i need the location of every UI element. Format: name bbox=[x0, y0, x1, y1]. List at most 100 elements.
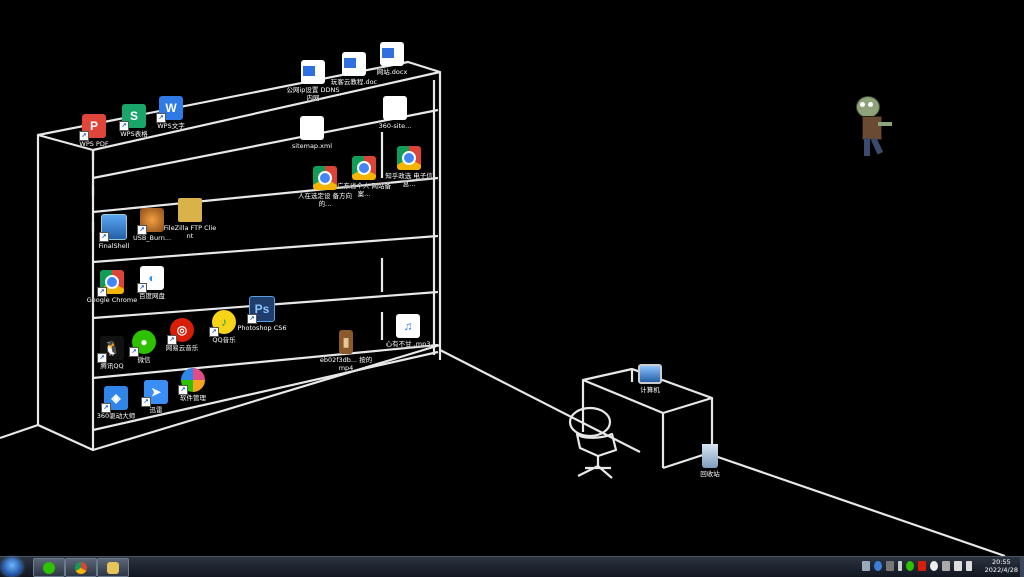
icon-label: QQ音乐 bbox=[212, 336, 236, 344]
desktop-icon-chrome-2[interactable]: 广东省个人 网站备案... bbox=[336, 156, 392, 198]
desktop-icon-computer[interactable]: 计算机 bbox=[622, 364, 678, 394]
desktop-icon-chrome-1[interactable]: 人在选定设 备方向的... bbox=[297, 166, 353, 208]
icon-label: 360-site... bbox=[378, 122, 412, 130]
icon-label: Google Chrome bbox=[86, 296, 138, 304]
start-button[interactable] bbox=[2, 558, 22, 576]
taskbar-app-wechat[interactable] bbox=[33, 558, 65, 577]
icon-label: 软件管理 bbox=[180, 394, 206, 402]
system-tray bbox=[862, 561, 972, 571]
folder-icon bbox=[178, 198, 202, 222]
desktop-icon-driver-360[interactable]: ◈↗ 360驱动大师 bbox=[88, 386, 144, 420]
tray-qq-icon[interactable] bbox=[930, 561, 938, 571]
tray-network-icon[interactable] bbox=[954, 561, 962, 571]
wps-sheet-icon: S↗ bbox=[119, 104, 146, 131]
folder-icon bbox=[107, 561, 119, 574]
desktop-icon-chrome-3[interactable]: 知乎政选 电子信息... bbox=[381, 146, 437, 188]
desktop-icon-wps-writer[interactable]: W↗ WPS文字 bbox=[143, 96, 199, 130]
tray-wechat-icon[interactable] bbox=[906, 561, 914, 571]
desktop-icon-qq-music[interactable]: ♪↗ QQ音乐 bbox=[196, 310, 252, 344]
tray-keyboard-icon[interactable] bbox=[862, 561, 870, 571]
chrome-icon bbox=[397, 146, 421, 170]
desktop-icon-finalshell[interactable]: ↗ FinalShell bbox=[86, 214, 142, 250]
desktop-icon-sitemap-360[interactable]: 360-site... bbox=[367, 96, 423, 130]
tray-chevron-icon[interactable] bbox=[886, 561, 894, 571]
wps-writer-icon: W↗ bbox=[156, 96, 183, 123]
show-desktop-button[interactable] bbox=[1020, 557, 1024, 577]
shortcut-arrow-icon: ↗ bbox=[99, 232, 109, 242]
tray-pen-icon[interactable] bbox=[898, 561, 902, 571]
icon-label: eb02f3db... 按的mp4 bbox=[319, 356, 373, 372]
desktop-icon-usb-burn[interactable]: ↗ USB_Burn... bbox=[124, 208, 180, 242]
wechat-icon bbox=[43, 561, 55, 574]
icon-label: WPS文字 bbox=[157, 122, 185, 130]
shortcut-arrow-icon: ↗ bbox=[137, 225, 147, 235]
shortcut-arrow-icon: ↗ bbox=[247, 314, 257, 324]
desktop-icon-wps-sheet[interactable]: S↗ WPS表格 bbox=[106, 104, 162, 138]
desktop-icon-wps-pdf[interactable]: P↗ WPS PDF bbox=[66, 114, 122, 148]
computer-icon bbox=[638, 364, 662, 384]
icon-label: 人在选定设 备方向的... bbox=[297, 192, 353, 208]
photoshop-icon: Ps↗ bbox=[247, 296, 275, 324]
icon-label: 回收站 bbox=[700, 470, 720, 478]
desktop-icon-sitemap-xml[interactable]: sitemap.xml bbox=[284, 116, 340, 150]
wps-pdf-icon: P↗ bbox=[79, 114, 106, 141]
shortcut-arrow-icon: ↗ bbox=[119, 121, 129, 131]
shortcut-arrow-icon: ↗ bbox=[137, 283, 147, 293]
icon-label: sitemap.xml bbox=[291, 142, 333, 150]
desktop-icon-recycle-bin[interactable]: 回收站 bbox=[682, 444, 738, 478]
icon-label: 360驱动大师 bbox=[96, 412, 136, 420]
taskbar-app-explorer[interactable] bbox=[97, 558, 129, 577]
desktop-icon-netease-music[interactable]: ◎↗ 网易云音乐 bbox=[154, 318, 210, 352]
desktop-icon-software-manager[interactable]: ↗ 软件管理 bbox=[165, 368, 221, 402]
desktop-icon-wangzhan-doc[interactable]: 网站.docx bbox=[364, 42, 420, 76]
icon-label: 知乎政选 电子信息... bbox=[385, 172, 433, 188]
file-icon bbox=[300, 116, 324, 140]
icon-label: 玩客云教程.doc bbox=[330, 78, 378, 86]
tray-storage-icon[interactable] bbox=[942, 561, 950, 571]
wallpaper bbox=[0, 60, 1006, 556]
desktop-icon-mp3-file[interactable]: ♫ 心有不甘 .mp3 bbox=[380, 314, 436, 348]
desktop-icon-baidu-pan[interactable]: ◐↗ 百度网盘 bbox=[124, 266, 180, 300]
taskbar-app-chrome[interactable] bbox=[65, 558, 97, 577]
software-manager-icon: ↗ bbox=[178, 368, 205, 395]
audio-file-icon: ♫ bbox=[396, 314, 420, 338]
shortcut-arrow-icon: ↗ bbox=[79, 131, 89, 141]
shortcut-arrow-icon: ↗ bbox=[178, 385, 188, 395]
desktop-icon-filezilla[interactable]: FileZilla FTP Client bbox=[162, 198, 218, 240]
desktop-icon-wechat[interactable]: ●↗ 微信 bbox=[116, 330, 172, 364]
desktop-icon-tencent-qq[interactable]: 🐧↗ 腾讯QQ bbox=[84, 336, 140, 370]
desktop-icon-photoshop[interactable]: Ps↗ Photoshop CS6 bbox=[234, 296, 290, 332]
shortcut-arrow-icon: ↗ bbox=[97, 287, 107, 297]
word-document-icon bbox=[342, 52, 366, 76]
icon-label: WPS表格 bbox=[120, 130, 148, 138]
desktop-icon-video-mp4[interactable]: ▮ eb02f3db... 按的mp4 bbox=[318, 330, 374, 372]
baidu-pan-icon: ◐↗ bbox=[137, 266, 164, 293]
desktop-icon-xunlei[interactable]: ➤↗ 迅雷 bbox=[128, 380, 184, 414]
chrome-icon bbox=[352, 156, 376, 180]
zombie-decoration bbox=[852, 96, 896, 158]
icon-label: 心有不甘 .mp3 bbox=[385, 340, 431, 348]
clock[interactable]: 20:55 2022/4/28 bbox=[985, 558, 1018, 574]
netease-music-icon: ◎↗ bbox=[167, 318, 194, 345]
shortcut-arrow-icon: ↗ bbox=[167, 335, 177, 345]
desktop-icon-google-chrome[interactable]: ↗ Google Chrome bbox=[84, 270, 140, 304]
shortcut-arrow-icon: ↗ bbox=[156, 113, 166, 123]
icon-label: 微信 bbox=[137, 356, 151, 364]
tray-volume-icon[interactable] bbox=[966, 561, 972, 571]
finalshell-icon: ↗ bbox=[99, 214, 127, 242]
driver-360-icon: ◈↗ bbox=[101, 386, 128, 413]
desktop-icon-wanke-doc[interactable]: 玩客云教程.doc bbox=[326, 52, 382, 86]
chrome-icon: ↗ bbox=[97, 270, 124, 297]
shortcut-arrow-icon: ↗ bbox=[97, 353, 107, 363]
tray-help-icon[interactable] bbox=[874, 561, 882, 571]
icon-label: 公网ip设置 DDNS内网 bbox=[286, 86, 340, 102]
qq-music-icon: ♪↗ bbox=[209, 310, 236, 337]
icon-label: 广东省个人 网站备案... bbox=[336, 182, 392, 198]
clock-date: 2022/4/28 bbox=[984, 566, 1018, 574]
desktop-icon-gongwang-doc[interactable]: 公网ip设置 DDNS内网 bbox=[285, 60, 341, 102]
taskbar: 20:55 2022/4/28 bbox=[0, 556, 1024, 577]
tray-netease-icon[interactable] bbox=[918, 561, 926, 571]
chrome-icon bbox=[75, 561, 87, 574]
icon-label: Photoshop CS6 bbox=[237, 324, 287, 332]
icon-label: USB_Burn... bbox=[132, 234, 172, 242]
